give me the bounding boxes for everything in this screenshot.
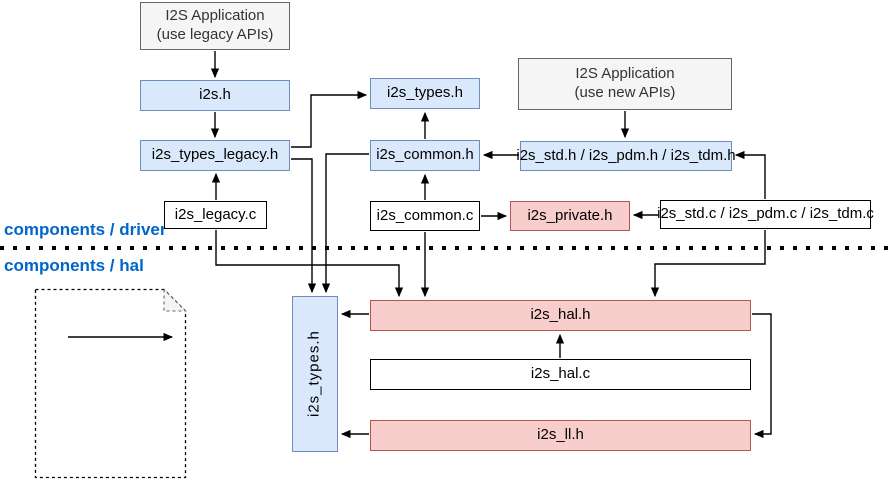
edge-i2s-hal-h-to-i2s-ll-h bbox=[752, 313, 772, 439]
legend-swatch-source-file: source file bbox=[54, 429, 176, 458]
node-i2s-hal-c: i2s_hal.c bbox=[370, 359, 751, 390]
node-i2s-std-pdm-tdm-c: i2s_std.c / i2s_pdm.c / i2s_tdm.c bbox=[657, 200, 874, 229]
edge-i2s-std-c-to-i2s-std-h bbox=[734, 150, 766, 199]
edge-i2s-types-legacy-h-to-hal-i2s-types-h bbox=[291, 158, 317, 294]
legend-swatch-private-header: private header bbox=[54, 389, 176, 418]
edge-i2s-legacy-c-to-i2s-hal-h bbox=[215, 230, 404, 298]
section-label-components-hal: components / hal bbox=[4, 256, 144, 275]
node-i2s-private-h: i2s_private.h bbox=[510, 201, 630, 231]
legend-swatch-public-header: public header bbox=[54, 350, 176, 380]
section-divider-dotted-line bbox=[0, 246, 893, 250]
node-i2s-application-legacy: I2S Application (use legacy APIs) bbox=[140, 2, 290, 50]
edge-i2s-common-h-to-hal-i2s-types-h bbox=[321, 153, 369, 294]
node-i2s-h: i2s.h bbox=[140, 80, 290, 111]
node-i2s-common-h: i2s_common.h bbox=[370, 140, 480, 171]
section-label-components-driver: components / driver bbox=[4, 220, 167, 239]
node-i2s-types-h: i2s_types.h bbox=[370, 78, 480, 109]
edge-i2s-std-c-to-i2s-hal-h bbox=[650, 230, 766, 298]
node-hal-i2s-types-h: i2s_types.h bbox=[292, 296, 338, 452]
node-i2s-legacy-c: i2s_legacy.c bbox=[164, 201, 267, 229]
node-i2s-ll-h: i2s_ll.h bbox=[370, 420, 751, 451]
node-i2s-hal-h: i2s_hal.h bbox=[370, 300, 751, 331]
node-i2s-types-legacy-h: i2s_types_legacy.h bbox=[140, 140, 290, 171]
edge-i2s-types-legacy-h-to-i2s-types-h bbox=[291, 90, 368, 148]
node-i2s-application-new: I2S Application (use new APIs) bbox=[518, 58, 732, 110]
node-i2s-common-c: i2s_common.c bbox=[370, 201, 480, 231]
legend-includes-label: Includes bbox=[94, 305, 151, 322]
node-i2s-std-pdm-tdm-h: i2s_std.h / i2s_pdm.h / i2s_tdm.h bbox=[516, 141, 736, 171]
